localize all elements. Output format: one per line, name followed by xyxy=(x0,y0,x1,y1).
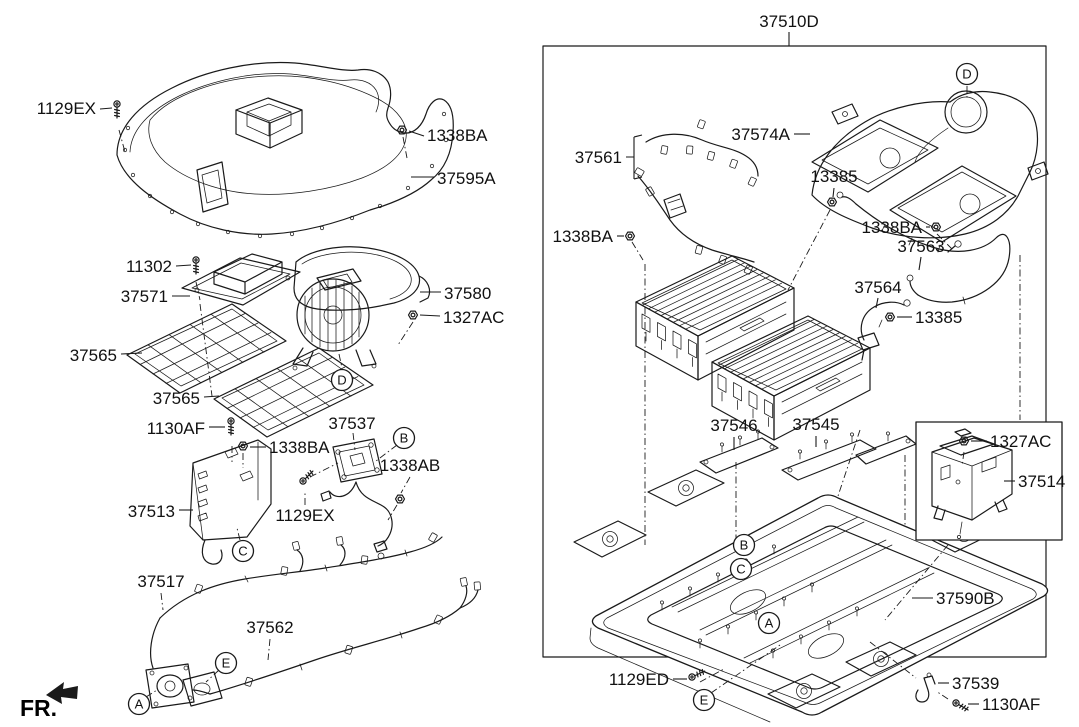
part-label-37565-lower: 37565 xyxy=(153,389,200,408)
part-label-37517: 37517 xyxy=(137,572,184,591)
part-label-37571: 37571 xyxy=(121,287,168,306)
fr-indicator: FR. xyxy=(20,682,78,721)
bms-tray-drawing xyxy=(181,253,301,306)
mount-plate-left-drawing xyxy=(699,429,779,474)
mount-plate-right-drawing xyxy=(781,431,917,481)
bolt-1129ex-plug xyxy=(298,468,316,486)
part-label-11302: 11302 xyxy=(126,257,172,276)
fr-arrow-icon xyxy=(46,682,78,704)
part-label-37590b: 37590B xyxy=(936,589,995,608)
part-label-37545: 37545 xyxy=(792,415,839,434)
part-label-37539: 37539 xyxy=(952,674,999,693)
svg-text:A: A xyxy=(765,616,774,631)
part-label-37537: 37537 xyxy=(328,414,375,433)
part-label-37514: 37514 xyxy=(1018,472,1065,491)
part-label-1129ex-top: 1129EX xyxy=(37,99,96,118)
svg-text:C: C xyxy=(736,562,745,577)
part-label-1129ex-plug: 1129EX xyxy=(275,506,334,525)
part-label-37580: 37580 xyxy=(444,284,491,303)
inner-cover-drawing xyxy=(811,90,1049,243)
callout-d-left: D xyxy=(330,368,354,392)
clip-drawing xyxy=(915,672,936,703)
svg-text:D: D xyxy=(962,67,971,82)
callout-b-left: B xyxy=(392,426,416,450)
part-label-37546: 37546 xyxy=(710,416,757,435)
part-label-37574a: 37574A xyxy=(731,125,790,144)
right-exploded-view: 37510D xyxy=(542,12,1065,723)
part-label-1338ab: 1338AB xyxy=(380,456,441,475)
nut-13385-lower xyxy=(884,312,896,322)
ground-cable-drawing xyxy=(857,299,911,361)
left-leader-lines xyxy=(99,107,441,511)
relay-inset-box xyxy=(915,421,1063,541)
assembly-label-37510d: 37510D xyxy=(759,12,819,31)
side-bracket-drawing xyxy=(189,439,272,565)
part-label-1129ed: 1129ED xyxy=(609,670,669,689)
callout-c-right: C xyxy=(729,557,753,581)
bolt-1130af-right xyxy=(951,698,971,714)
power-cable-drawing xyxy=(836,191,1011,305)
part-label-1338ba-left: 1338BA xyxy=(553,227,614,246)
cover-bolt-holes xyxy=(122,111,449,239)
svg-text:B: B xyxy=(400,431,409,446)
battery-module-1-drawing xyxy=(635,255,795,381)
bolt-1130af-left xyxy=(227,417,235,436)
bolt-1129ex-top xyxy=(113,100,121,119)
module-harness-drawing xyxy=(634,119,759,275)
safety-plug-drawing xyxy=(320,438,393,560)
part-label-37564: 37564 xyxy=(854,278,901,297)
svg-text:C: C xyxy=(238,544,247,559)
part-label-13385-lower: 13385 xyxy=(915,308,962,327)
left-alignment-lines xyxy=(118,129,414,698)
part-label-37563: 37563 xyxy=(897,237,944,256)
bolt-11302 xyxy=(192,256,200,275)
battery-cover-drawing xyxy=(116,61,454,239)
fr-label: FR. xyxy=(20,695,57,721)
svg-text:B: B xyxy=(740,538,749,553)
callout-e-right: E xyxy=(692,688,716,712)
callout-a-right: A xyxy=(757,611,781,635)
left-exploded-view: 1129EX 1338BA 37595A 11302 37571 37580 1… xyxy=(37,61,504,716)
part-label-37561: 37561 xyxy=(575,148,622,167)
blower-drawing xyxy=(292,246,431,371)
right-leader-lines xyxy=(617,133,1015,705)
callout-c-left: C xyxy=(231,539,255,563)
nut-1338ab xyxy=(394,494,406,504)
part-label-37565-upper: 37565 xyxy=(70,346,117,365)
svg-text:D: D xyxy=(337,373,346,388)
part-label-1338ba-cover: 1338BA xyxy=(427,126,488,145)
nut-1327ac-left xyxy=(407,310,419,320)
nut-1338ba-left xyxy=(624,231,636,241)
part-label-1338ba-right: 1338BA xyxy=(862,218,923,237)
rear-harness-drawing xyxy=(182,577,482,707)
part-label-13385-upper: 13385 xyxy=(810,167,857,186)
part-label-37562: 37562 xyxy=(246,618,293,637)
right-overlay-dashes xyxy=(699,544,949,700)
callout-a-left: A xyxy=(127,692,151,716)
callout-e-left: E xyxy=(214,651,238,675)
part-label-1130af-right: 1130AF xyxy=(982,695,1040,714)
part-label-37595a: 37595A xyxy=(437,169,496,188)
battery-tray-drawing xyxy=(573,469,1049,723)
part-label-1327ac-left: 1327AC xyxy=(443,308,504,327)
svg-text:E: E xyxy=(222,656,231,671)
svg-text:A: A xyxy=(135,697,144,712)
front-harness-drawing xyxy=(145,532,443,709)
part-label-1327ac-right: 1327AC xyxy=(990,432,1051,451)
nut-13385-upper xyxy=(826,197,838,207)
relay-assembly-drawing xyxy=(931,428,1013,539)
svg-text:E: E xyxy=(700,693,709,708)
callout-b-right: B xyxy=(732,533,756,557)
part-label-1338ba-bracket: 1338BA xyxy=(269,438,330,457)
part-label-37513: 37513 xyxy=(128,502,175,521)
part-label-1130af-left: 1130AF xyxy=(147,419,205,438)
callout-d-right: D xyxy=(955,62,979,86)
